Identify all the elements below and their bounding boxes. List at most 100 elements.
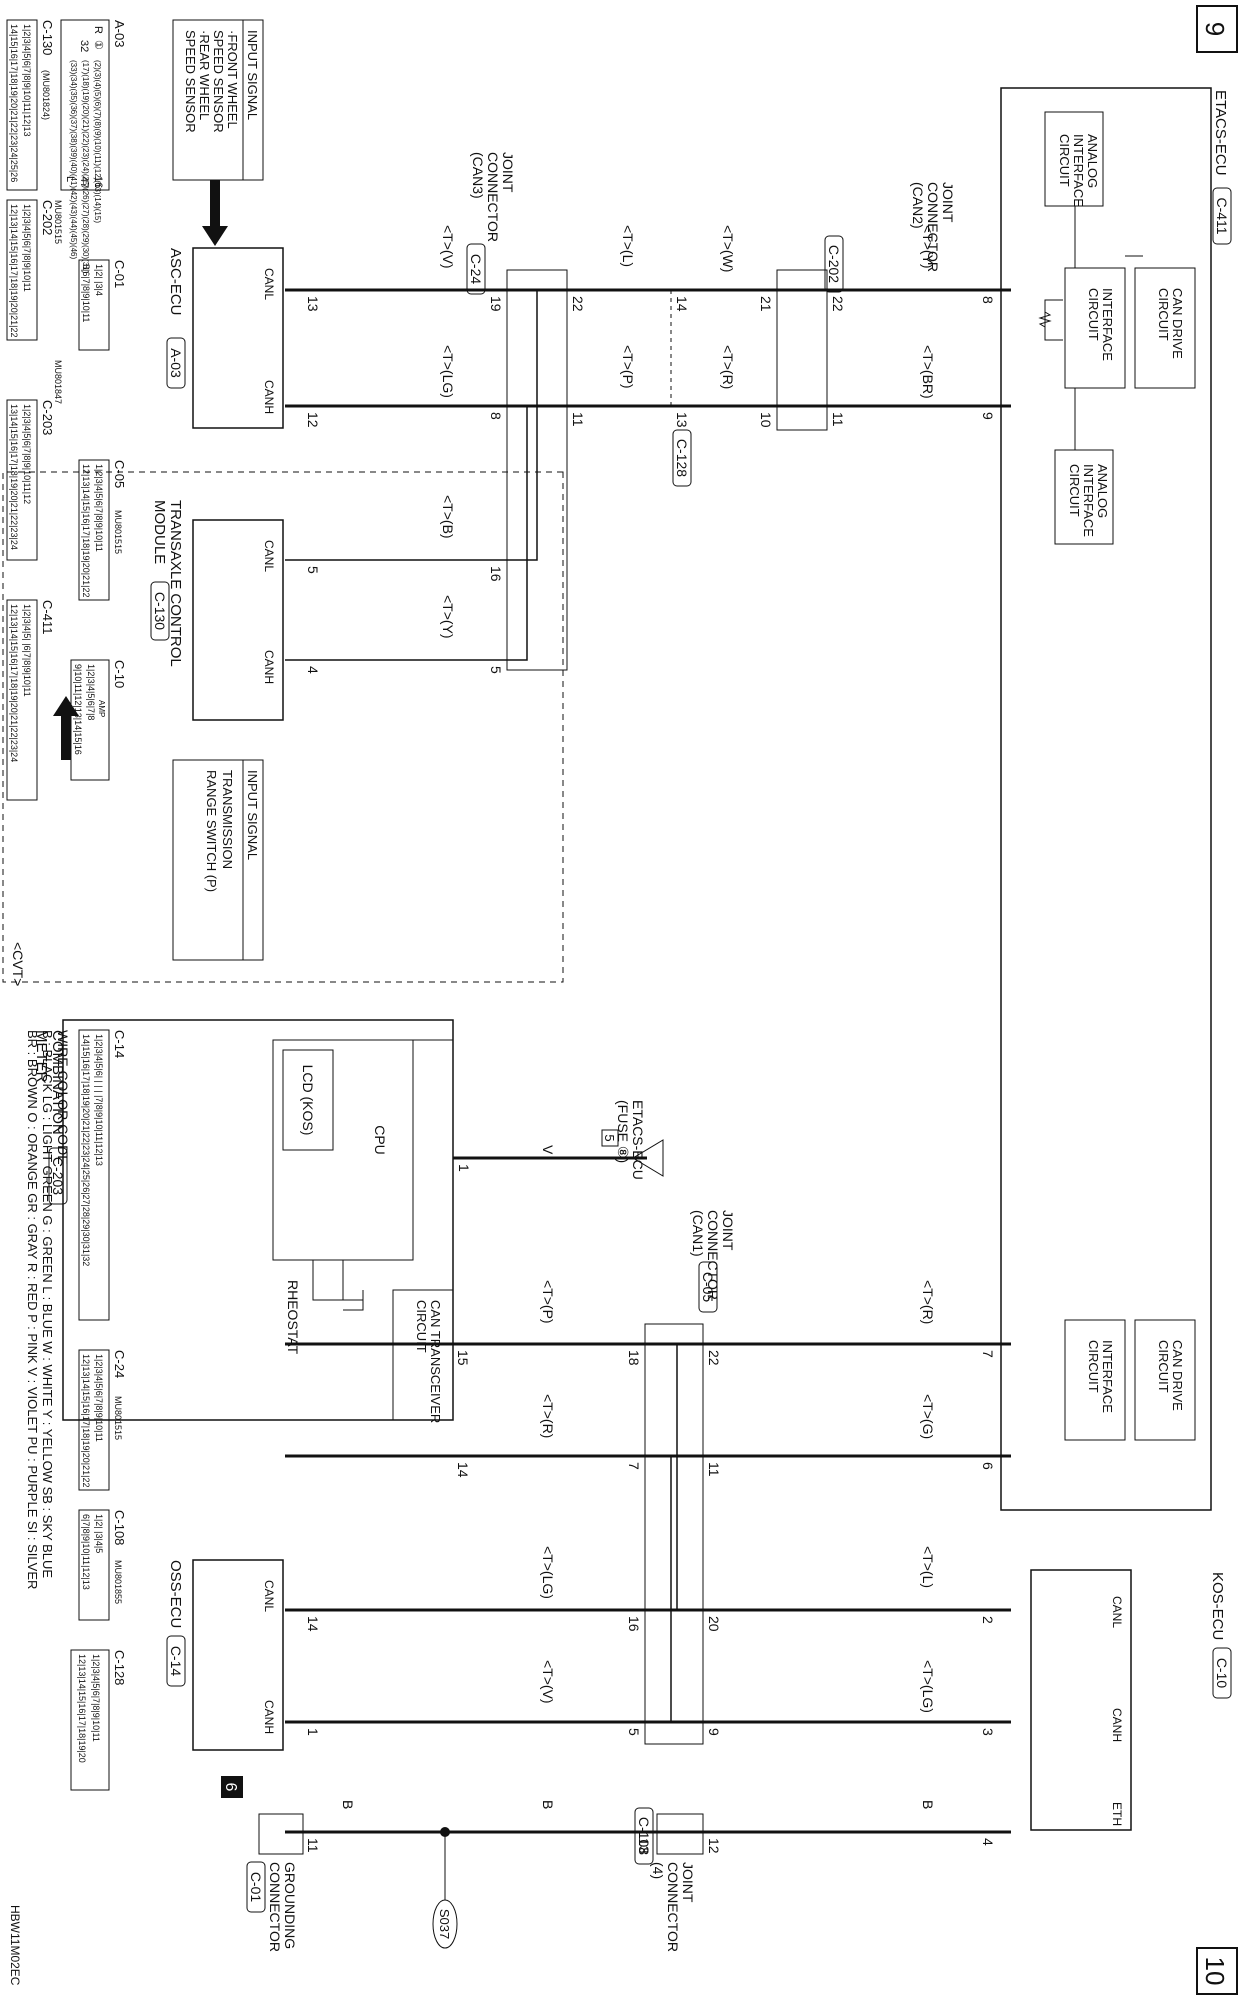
c24-branch-lines xyxy=(285,290,538,661)
page-start-number: 9 xyxy=(1200,22,1230,36)
asc-ecu-label: ASC-ECU xyxy=(167,248,184,316)
can-bus-right xyxy=(285,1342,1011,1834)
conn-c108-part: MU801855 xyxy=(113,1560,123,1604)
conn-c411-row2: 12|13|14|15|16|17|18|19|20|21|22|23|24 xyxy=(9,604,19,762)
conn-c128-face xyxy=(70,1649,110,1791)
pin-meter-l: 15 xyxy=(455,1350,471,1366)
pin-etacs-b-h: 6 xyxy=(980,1462,996,1470)
asc-canl-pin: CANL xyxy=(262,268,276,300)
conn-c203-id: C-203 xyxy=(40,400,55,435)
lcd-label: LCD (KOS) xyxy=(300,1065,316,1136)
wire-tcm-h: <T>(Y) xyxy=(440,595,456,639)
asc-canh-pin: CANH xyxy=(262,380,276,414)
conn-c108-face xyxy=(78,1509,110,1621)
wire-etacs-b-l: <T>(R) xyxy=(920,1280,936,1324)
joint-j4-connector: C-108 xyxy=(636,1817,652,1855)
splice-marker xyxy=(432,1899,458,1949)
etacs-connector-label: C-411 xyxy=(1214,197,1230,234)
tcm-connector-label: C-130 xyxy=(152,592,168,630)
joint-can2-connector: C-202 xyxy=(826,245,842,283)
conn-a03-row1: (2)(3)(4)(5)(6)(7)(8)(9)(10)(11)(12)(13)… xyxy=(93,60,102,223)
analog-interface-2-line3: CIRCUIT xyxy=(1067,464,1082,517)
wire-mid-l: <T>(L) xyxy=(620,225,636,267)
can-transceiver-line1: CAN TRANSCEIVER xyxy=(428,1300,443,1423)
diagram-code: HBW11M02EC xyxy=(8,1905,22,1986)
pin-c202-l-top: 22 xyxy=(830,296,846,312)
c128-connector-box xyxy=(672,429,692,487)
pin-c05-2: 11 xyxy=(706,1462,722,1477)
pin-c05-6: 7 xyxy=(626,1462,642,1470)
wire-gnd-b: B xyxy=(540,1800,556,1809)
joint-c05-box xyxy=(644,1323,704,1745)
conn-c108-row2: 6|7|8|9|10|11|12|13 xyxy=(81,1514,91,1590)
pin-asc-l: 13 xyxy=(305,296,321,312)
fuse-number: 5 xyxy=(602,1134,617,1141)
conn-c411-id: C-411 xyxy=(40,600,55,634)
wire-color-code-line1: B : BLACK LG : LIGHT GREEN G : GREEN L :… xyxy=(40,1030,55,1578)
conn-c05-row2: 12|13|14|15|16|17|18|19|20|21|22 xyxy=(81,464,91,598)
joint-j4-connector-box xyxy=(634,1807,654,1865)
pin-c05-7: 16 xyxy=(626,1616,642,1632)
kos-connector-label: C-10 xyxy=(1214,1658,1230,1689)
kos-ecu-box xyxy=(1030,1569,1132,1831)
conn-c24-row1: 1|2|3|4|5|6|7|8|9|10|11 xyxy=(94,1354,104,1442)
etacs-connector-box xyxy=(1212,187,1232,245)
oss-connector-label: C-14 xyxy=(168,1646,184,1677)
pin-c128-h: 13 xyxy=(674,412,690,428)
asc-connector-label: A-03 xyxy=(168,348,184,378)
pin-c05-8: 5 xyxy=(626,1728,642,1736)
combination-meter-box xyxy=(62,1019,454,1421)
pin-c24-l-asc: 19 xyxy=(488,296,504,312)
asc-ecu-box xyxy=(192,247,284,429)
can-drive-circuit-1 xyxy=(1134,267,1196,389)
interface-1-line1: INTERFACE xyxy=(1100,288,1115,361)
pin-oss-h: 1 xyxy=(305,1728,321,1736)
interface-circuit-2 xyxy=(1064,1319,1126,1441)
conn-a03-right-1: 16 xyxy=(92,176,104,188)
joint-can2-line1: JOINT xyxy=(940,182,956,223)
conn-c130-part: (MU801824) xyxy=(41,70,51,120)
fuse-number-box xyxy=(601,1129,619,1147)
joint-can1-line1: JOINT xyxy=(720,1210,736,1251)
pin-tcm-h: 4 xyxy=(305,666,321,674)
interface-2-line1: INTERFACE xyxy=(1100,1340,1115,1413)
cpu-label: CPU xyxy=(372,1125,388,1155)
wire-etacs-b-h: <T>(G) xyxy=(920,1394,936,1439)
can-bus-left xyxy=(285,288,1011,408)
conn-c411-face xyxy=(6,599,38,801)
joint-can3-line1: JOINT xyxy=(500,152,516,193)
asc-input-line3: SPEED SENSOR xyxy=(211,30,226,133)
joint-c108-box xyxy=(656,1813,704,1855)
conn-a03-left-3: 32 xyxy=(78,40,90,52)
etacs-ecu-label: ETACS-ECU xyxy=(1212,90,1229,176)
kos-eth-pin: ETH xyxy=(1110,1802,1124,1826)
lcd-box xyxy=(282,1049,334,1151)
ground-connector-id: C-01 xyxy=(248,1872,264,1903)
tcm-canh-pin: CANH xyxy=(262,650,276,684)
conn-c10-id: C-10 xyxy=(112,660,127,688)
meter-label-line1: COMBINATION xyxy=(49,1030,66,1135)
wire-asc-h: <T>(LG) xyxy=(440,345,456,398)
conn-c202-row1: 1|2|3|4|5|6|7|8|9|10|11 xyxy=(22,204,32,292)
pin-c24-h-top: 11 xyxy=(570,412,586,427)
conn-c24-id: C-24 xyxy=(112,1350,127,1378)
conn-c108-row1: 1|2| |3|4|5 xyxy=(94,1514,104,1553)
cvt-region xyxy=(2,471,564,983)
ground-connector-id-box xyxy=(246,1861,266,1913)
conn-c01-id: C-01 xyxy=(112,260,127,288)
meter-label-line2: METER xyxy=(33,1030,50,1083)
ground-conn-line2: CONNECTOR xyxy=(267,1862,283,1952)
pin-c108-top: 12 xyxy=(706,1838,722,1854)
conn-c202-row2: 12|13|14|15|16|17|18|19|20|21|22 xyxy=(9,204,19,338)
wire-color-code-title: WIRE COLOR CODE xyxy=(55,1030,71,1165)
tcm-canl-pin: CANL xyxy=(262,540,276,572)
ground-mark: 6 xyxy=(222,1783,239,1792)
can-transceiver-line2: CIRCUIT xyxy=(414,1300,429,1353)
page-start-box xyxy=(1196,5,1238,53)
conn-a03-id: A-03 xyxy=(112,20,127,47)
joint-can1-connector-box xyxy=(698,1261,718,1313)
pin-c24-l-tcm: 16 xyxy=(488,566,504,582)
interface-1-line2: CIRCUIT xyxy=(1086,288,1101,341)
joint-can3-connector-box xyxy=(466,243,486,295)
joint-can3-connector: C-24 xyxy=(468,254,484,285)
